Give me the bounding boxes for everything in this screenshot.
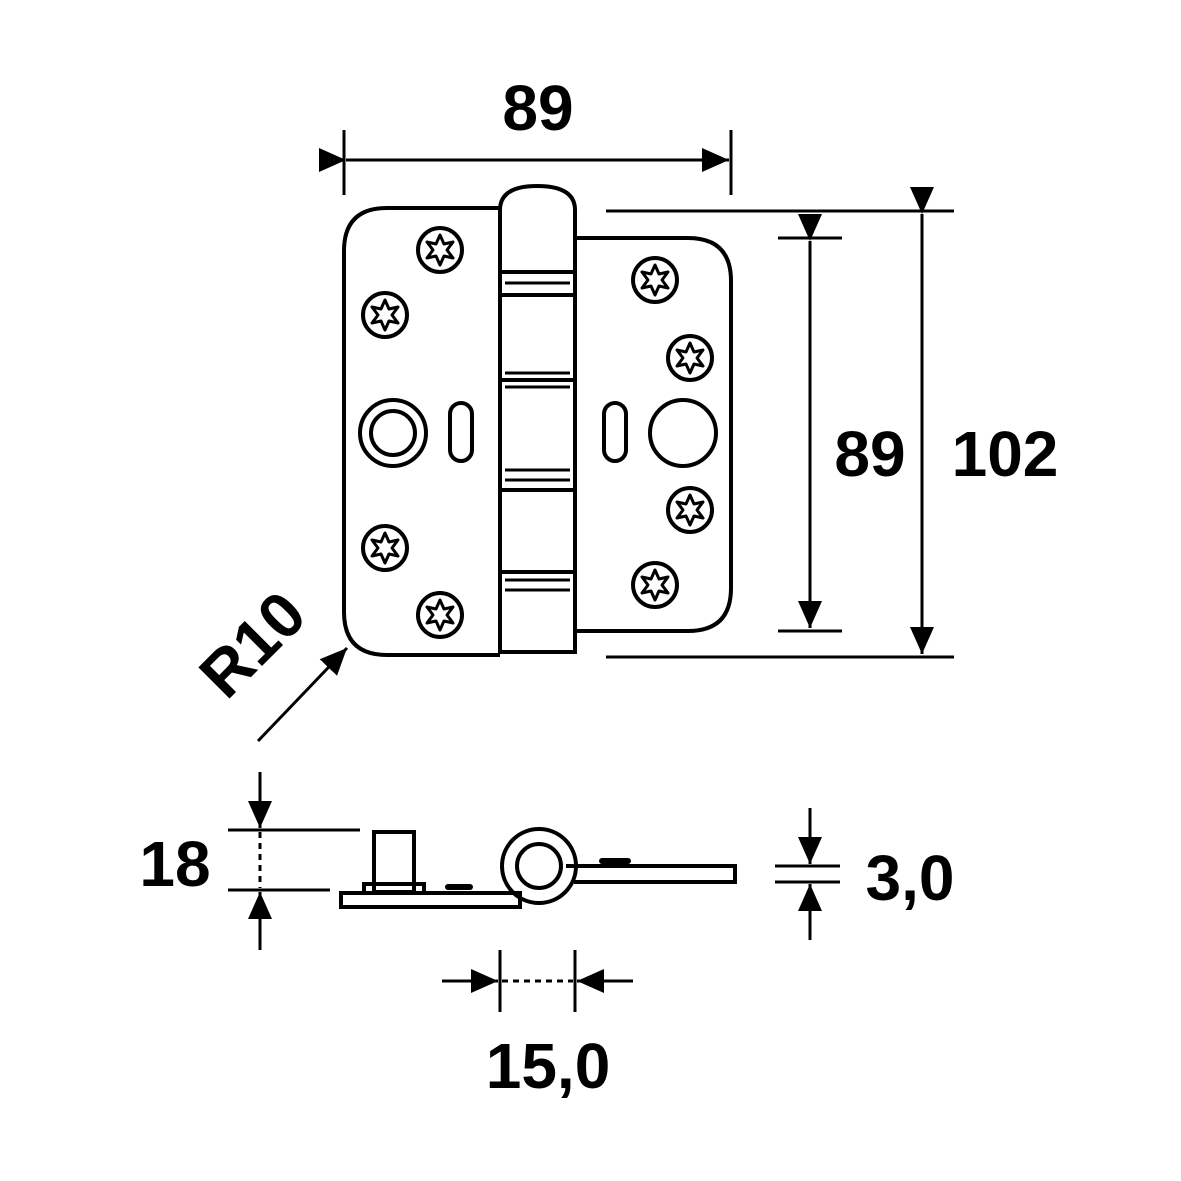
slot-icon <box>448 401 474 463</box>
dimension-overall-height: 102 <box>606 187 1059 659</box>
pin-hole-icon <box>648 398 718 468</box>
dimension-radius: R10 <box>185 577 349 743</box>
screw-icon <box>666 486 714 534</box>
total-thickness-label: 18 <box>139 828 210 900</box>
screw-icon <box>666 334 714 382</box>
hinge-front-view <box>342 183 733 657</box>
radius-label: R10 <box>185 577 319 711</box>
leaf-thickness-label: 3,0 <box>866 842 955 914</box>
width-label: 89 <box>502 72 573 144</box>
screw-icon <box>361 524 409 572</box>
left-leaf-outline <box>342 206 500 657</box>
slot-icon <box>602 401 628 463</box>
hinge-knuckle <box>498 183 577 654</box>
right-leaf-outline <box>575 236 733 633</box>
screw-icon <box>361 291 409 339</box>
screw-icon <box>416 226 464 274</box>
overall-height-label: 102 <box>952 418 1059 490</box>
screw-icon <box>631 561 679 609</box>
dimension-width: 89 <box>319 72 733 195</box>
screw-icon <box>631 256 679 304</box>
knuckle-offset-label: 15,0 <box>486 1030 611 1102</box>
dimension-leaf-height: 89 <box>778 214 906 633</box>
pin-hole-icon <box>358 398 428 468</box>
screw-icon <box>416 591 464 639</box>
dimension-leaf-thickness: 3,0 <box>775 808 954 940</box>
leaf-height-label: 89 <box>834 418 905 490</box>
dimension-total-thickness: 18 <box>139 772 360 950</box>
hinge-side-view <box>339 827 737 909</box>
dimension-knuckle-offset: 15,0 <box>442 950 633 1102</box>
